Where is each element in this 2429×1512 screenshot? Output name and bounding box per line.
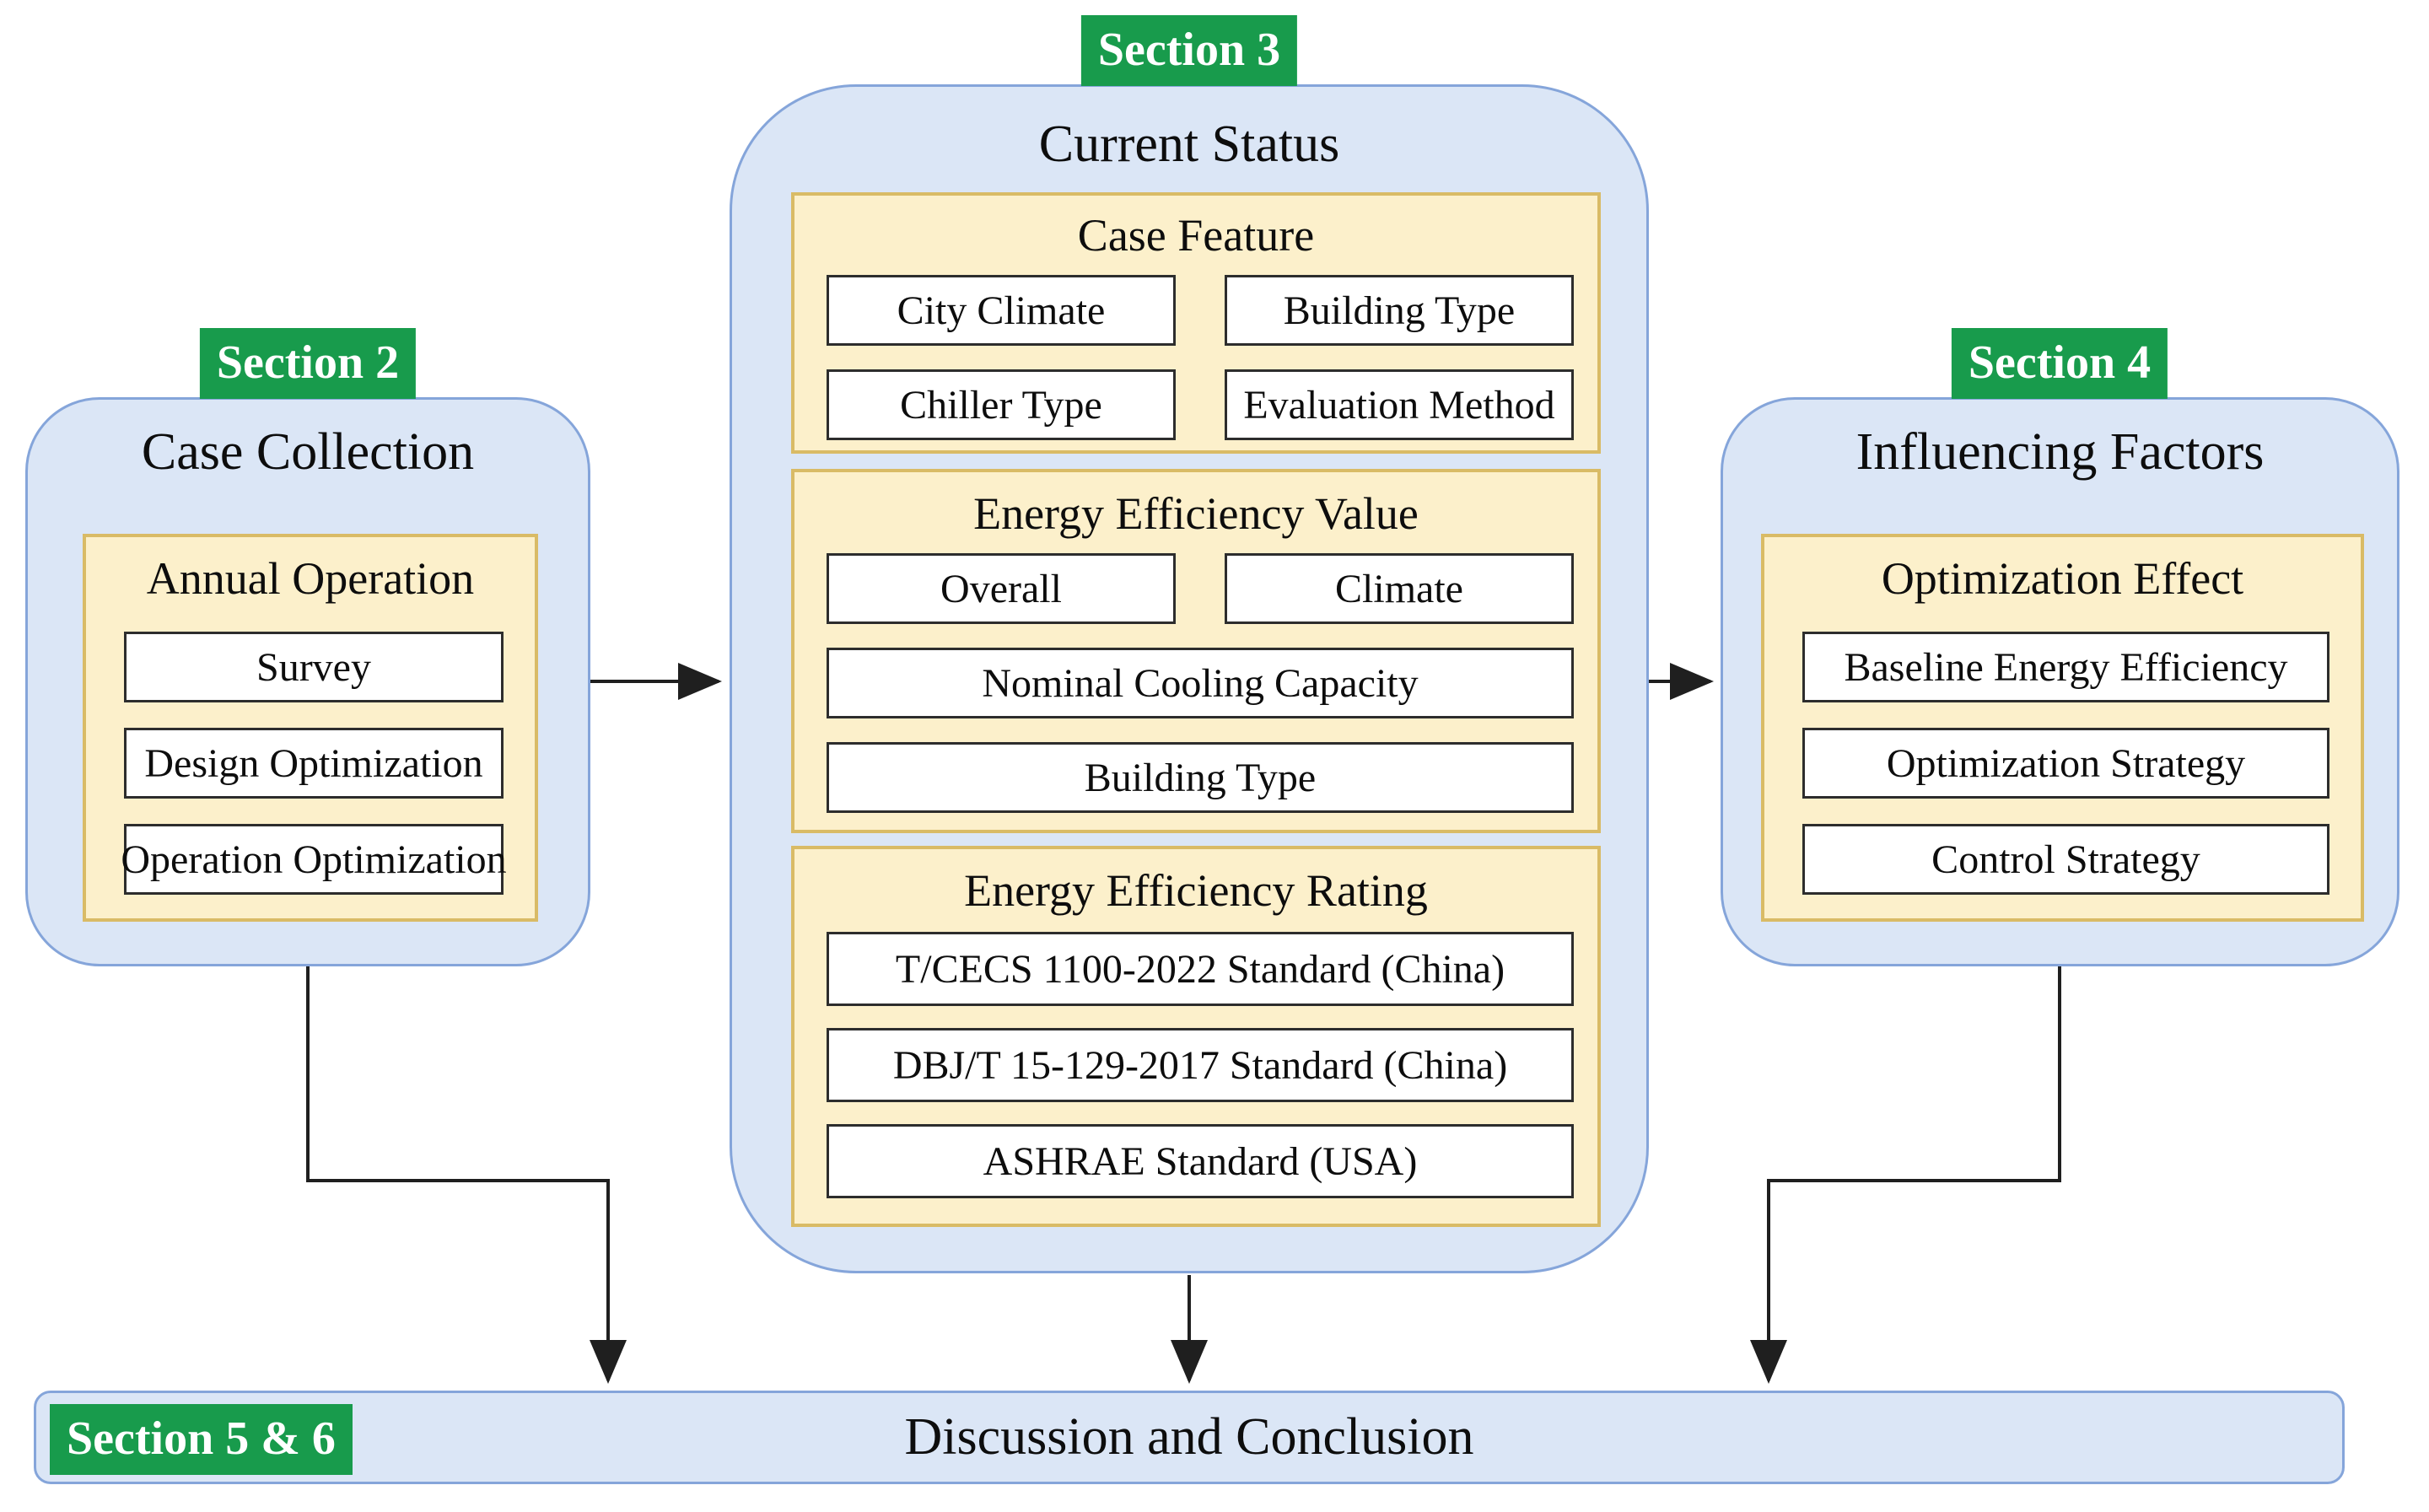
discussion-conclusion-title: Discussion and Conclusion <box>904 1408 1474 1466</box>
arrow-case-collection-to-discussion <box>306 966 627 1384</box>
energy-efficiency-value-title: Energy Efficiency Value <box>973 488 1419 539</box>
case-collection-title: Case Collection <box>141 423 475 481</box>
item-city-climate: City Climate <box>827 275 1176 346</box>
item-dbjt-standard: DBJ/T 15-129-2017 Standard (China) <box>827 1028 1574 1102</box>
group-energy-efficiency-rating: Energy Efficiency Rating T/CECS 1100-202… <box>791 846 1601 1227</box>
energy-efficiency-rating-title: Energy Efficiency Rating <box>964 865 1428 916</box>
item-building-type-value: Building Type <box>827 742 1574 813</box>
arrow-influencing-factors-to-discussion <box>1750 966 2061 1384</box>
group-case-feature: Case Feature City Climate Building Type … <box>791 192 1601 454</box>
panel-discussion-conclusion: Discussion and Conclusion Section 5 & 6 <box>34 1391 2345 1484</box>
group-annual-operation: Annual Operation Survey Design Optimizat… <box>83 534 538 922</box>
section-3-badge: Section 3 <box>1080 15 1298 86</box>
item-control-strategy: Control Strategy <box>1802 824 2329 895</box>
annual-operation-title: Annual Operation <box>146 553 475 604</box>
item-operation-optimization: Operation Optimization <box>121 824 507 895</box>
item-optimization-strategy: Optimization Strategy <box>1802 728 2329 799</box>
panel-influencing-factors: Influencing Factors Optimization Effect … <box>1721 397 2399 966</box>
item-climate: Climate <box>1225 553 1574 624</box>
item-nominal-cooling-capacity: Nominal Cooling Capacity <box>827 648 1574 718</box>
item-tcecs-standard: T/CECS 1100-2022 Standard (China) <box>827 932 1574 1006</box>
section-5-6-badge: Section 5 & 6 <box>50 1404 353 1475</box>
item-design-optimization: Design Optimization <box>124 728 504 799</box>
influencing-factors-title: Influencing Factors <box>1855 423 2265 481</box>
item-evaluation-method: Evaluation Method <box>1225 369 1574 440</box>
panel-current-status: Current Status Case Feature City Climate… <box>730 84 1649 1273</box>
item-chiller-type: Chiller Type <box>827 369 1176 440</box>
group-energy-efficiency-value: Energy Efficiency Value Overall Climate … <box>791 469 1601 833</box>
item-ashrae-standard: ASHRAE Standard (USA) <box>827 1124 1574 1198</box>
case-feature-title: Case Feature <box>1077 210 1315 261</box>
section-4-badge: Section 4 <box>1951 328 2168 399</box>
item-survey: Survey <box>124 632 504 702</box>
item-baseline-energy-efficiency: Baseline Energy Efficiency <box>1802 632 2329 702</box>
section-2-badge: Section 2 <box>199 328 417 399</box>
item-building-type: Building Type <box>1225 275 1574 346</box>
group-optimization-effect: Optimization Effect Baseline Energy Effi… <box>1761 534 2364 922</box>
item-overall: Overall <box>827 553 1176 624</box>
optimization-effect-title: Optimization Effect <box>1881 553 2244 604</box>
current-status-title: Current Status <box>1038 116 1340 173</box>
panel-case-collection: Case Collection Annual Operation Survey … <box>25 397 590 966</box>
